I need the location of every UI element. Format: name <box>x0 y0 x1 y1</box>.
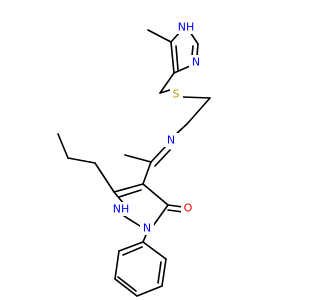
bond-imidazole-c4-c5 <box>170 41 175 74</box>
atom-n-imine: N <box>164 133 178 147</box>
bond-imine-c4 <box>142 161 152 185</box>
atom-s-thioether: S <box>170 87 183 101</box>
bond-n-phenyl <box>142 234 147 243</box>
bond-imine-double-a <box>150 145 167 163</box>
bond-carbonyl-b <box>167 209 184 213</box>
atom-label-layer: NH N S N NH N O <box>110 20 203 235</box>
bond-phenyl-6-1-double <box>122 246 143 256</box>
bond-phenyl-6-1 <box>118 241 144 252</box>
bond-phenyl-1-2 <box>142 241 167 260</box>
atom-s-thioether-label: S <box>173 88 180 101</box>
bond-ch2-ch2 <box>186 97 211 125</box>
bond-phenyl-4-5 <box>114 278 138 297</box>
bond-imidazole-c4-c5-double <box>175 45 179 71</box>
bond-pyrazole-c4-c5 <box>142 183 169 206</box>
atom-nh-pyrazole-label: NH <box>113 203 130 216</box>
bond-imine-double-b <box>154 149 171 167</box>
atom-nh-imidazole: NH <box>175 20 197 34</box>
bond-pyrazole-c3-c4-double <box>118 189 142 198</box>
bond-imine-methyl <box>124 154 152 163</box>
bond-phenyl-2-3-double <box>157 261 162 284</box>
bond-ch2-s <box>159 89 171 94</box>
bond-pyrazole-c5-n1 <box>152 204 169 227</box>
atom-nh-imidazole-label: NH <box>178 21 195 34</box>
bond-pyrazole-n1-n2 <box>123 215 141 227</box>
bond-propyl-3 <box>57 133 69 159</box>
atom-n-pyrazole-label: N <box>143 222 151 235</box>
bond-propyl-1 <box>94 162 115 193</box>
bond-phenyl-2-3 <box>161 258 167 287</box>
bond-phenyl-3-4 <box>136 285 163 297</box>
atom-n-imidazole: N <box>189 55 203 69</box>
bond-imidazole-c2-n3 <box>196 43 199 57</box>
bond-methyl-imidazole <box>147 29 172 43</box>
atom-o-carbonyl-label: O <box>184 202 193 215</box>
atom-o-carbonyl: O <box>181 201 195 215</box>
bond-layer <box>57 29 211 297</box>
bond-ring-ch2 <box>159 72 175 94</box>
molecule-structure: NH N S N NH N O <box>57 20 211 297</box>
atom-n-pyrazole: N <box>140 221 154 235</box>
bond-carbonyl-a <box>167 204 184 208</box>
bond-phenyl-4-5-double <box>117 276 137 292</box>
atom-n-imidazole-label: N <box>192 56 200 69</box>
bond-phenyl-5-6 <box>114 250 120 280</box>
atom-nh-pyrazole: NH <box>110 202 132 216</box>
bond-pyrazole-c3-c4 <box>113 183 144 193</box>
bond-propyl-2 <box>67 157 96 164</box>
bond-imidazole-c2-n3-double <box>191 45 194 57</box>
bond-imidazole-n3-c4 <box>173 65 191 74</box>
atom-n-imine-label: N <box>167 134 175 147</box>
bond-s-ch2 <box>182 96 211 99</box>
